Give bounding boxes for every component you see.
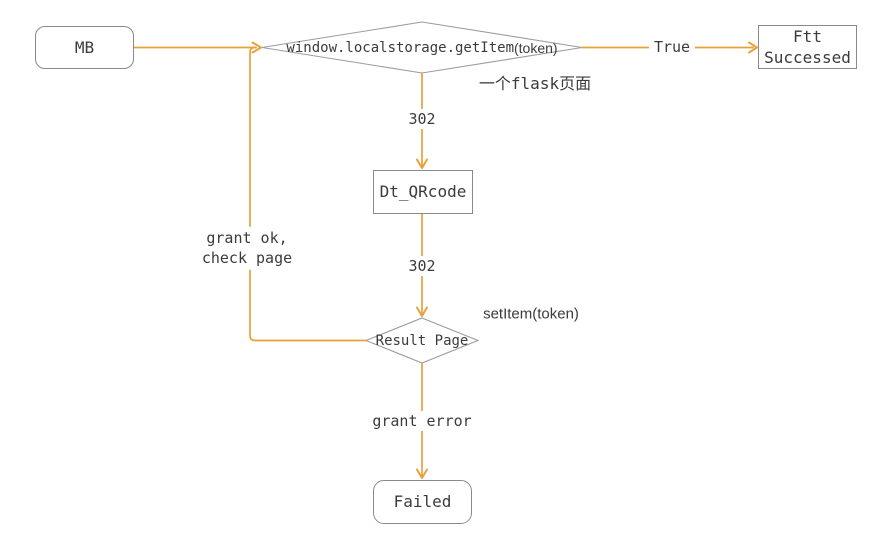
node-ftt-successed-label: Ftt Successed <box>764 26 851 67</box>
arrowhead <box>416 158 428 169</box>
arrowhead <box>251 41 262 54</box>
node-check-token[interactable]: window.localstorage.getItem(token) <box>262 22 582 73</box>
arrowhead <box>416 468 428 479</box>
edge-label-true: True <box>648 37 696 57</box>
node-mb-label: MB <box>74 37 95 57</box>
edge-label-grant-ok: grant ok, check page <box>195 226 299 270</box>
note-flask-page: 一个flask页面 <box>473 69 597 95</box>
note-set-item: setItem(token) <box>478 304 584 324</box>
node-check-token-code: window.localstorage.getItem <box>286 39 514 56</box>
node-failed-label: Failed <box>393 492 452 512</box>
node-check-token-arg: (token) <box>514 39 558 56</box>
node-mb[interactable]: MB <box>35 26 134 69</box>
edge-label-302-bottom: 302 <box>403 256 441 276</box>
edge-loop-result-to-check <box>249 46 367 342</box>
node-ftt-successed[interactable]: Ftt Successed <box>758 25 857 69</box>
arrowhead <box>416 306 428 317</box>
edge-label-grant-error: grant error <box>367 411 477 431</box>
node-dt-qrcode[interactable]: Dt_QRcode <box>373 170 473 214</box>
node-result-page[interactable]: Result Page <box>366 318 478 363</box>
node-dt-qrcode-label: Dt_QRcode <box>379 182 467 202</box>
node-failed[interactable]: Failed <box>373 480 472 524</box>
node-result-page-label: Result Page <box>375 332 469 349</box>
arrowhead <box>748 41 758 54</box>
edge-label-302-top: 302 <box>403 109 441 129</box>
